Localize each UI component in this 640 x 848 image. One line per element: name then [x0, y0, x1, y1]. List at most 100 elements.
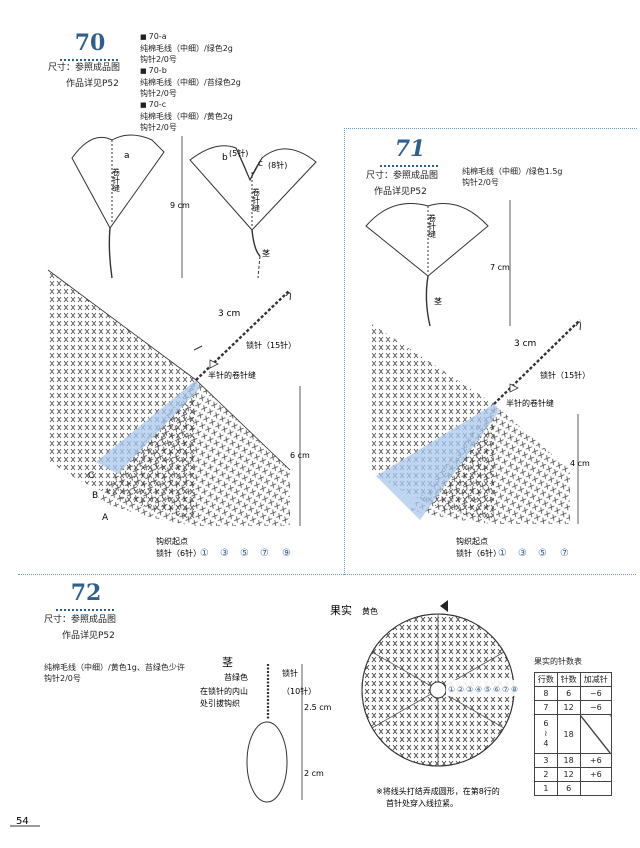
detail-note: 作品详见P52	[374, 187, 427, 197]
section-divider	[18, 574, 636, 575]
table-cell: +6	[579, 767, 613, 782]
fruit-note1: ※将线头打结弄成圆形，在第8行的	[376, 786, 500, 796]
stem-title: 茎	[222, 656, 233, 669]
dim-2cm: 2 cm	[304, 769, 324, 778]
label-b: b	[222, 153, 228, 163]
table-cell: 2	[534, 767, 558, 782]
label-stem-71: 茎	[434, 296, 442, 306]
row-marker: ⑤	[538, 548, 547, 559]
label-C: C	[88, 471, 94, 481]
fruit-round-chart	[361, 600, 518, 767]
table-header-row: 行数 针数 加减针	[534, 672, 613, 687]
table-cell: −6	[579, 700, 613, 715]
table-cell: 18	[556, 714, 581, 754]
pattern-number: 71	[394, 136, 426, 162]
label-half-roll-71: 半针的卷针缝	[506, 398, 554, 408]
variant-a-yarn: 纯棉毛线（中细）/绿色2g	[140, 44, 233, 53]
highlight-band	[376, 404, 500, 520]
variant-b-id: 70-b	[140, 65, 241, 77]
chain-15	[493, 319, 581, 405]
stem-color: 苔绿色	[224, 672, 248, 682]
ring-row: ⑤	[484, 685, 491, 694]
variant-a-hook: 钩针2/0号	[140, 55, 177, 64]
dim-9cm: 9 cm	[170, 201, 190, 210]
label-chain5: (5针)	[229, 148, 248, 158]
row-marker: ⑨	[282, 548, 291, 559]
table-cell: 6	[556, 686, 581, 701]
row-markers-71: ① ③ ⑤ ⑦	[498, 548, 569, 559]
table-cell: 12	[556, 767, 581, 782]
pattern-72-materials: 纯棉毛线（中细）/黄色1g、苔绿色少许 钩针2/0号	[44, 662, 185, 684]
variant-c-yarn: 纯棉毛线（中细）/黄色2g	[140, 112, 233, 121]
dotted-rule	[56, 607, 114, 611]
row-marker: ①	[498, 548, 507, 559]
variant-b-hook: 钩针2/0号	[140, 89, 177, 98]
label-start-71: 钩织起点	[456, 536, 488, 546]
dim-3cm: 3 cm	[218, 309, 240, 319]
dim-2-5cm: 2.5 cm	[304, 703, 332, 712]
table-row: 3 18 +6	[534, 753, 613, 768]
label-c: c	[258, 159, 263, 169]
variant-a-id: 70-a	[140, 31, 241, 43]
table-cell	[579, 714, 613, 754]
stem-note2: 处引拔钩织	[200, 698, 240, 708]
table-cell: 3	[534, 753, 558, 768]
header-cell: 行数	[534, 672, 558, 687]
label-start: 钩织起点	[156, 536, 188, 546]
detail-note: 作品详见P52	[62, 631, 115, 641]
pattern-72-header: 72	[46, 580, 126, 613]
size-note: 尺寸：参照成品图	[48, 63, 121, 73]
count-table: 行数 针数 加减针 8 6 −6 7 12 −6 6 ≀ 4 18 3 18 +…	[534, 672, 613, 796]
label-chain8: (8针)	[268, 160, 287, 170]
label-roll-a: 卷针缝	[112, 167, 121, 193]
pattern-70-header: 70	[50, 30, 130, 63]
stem-note1: 在锁针的内山	[200, 686, 248, 696]
detail-note: 作品详见P52	[66, 79, 119, 89]
pattern-71-chart	[372, 319, 581, 524]
table-row: 1 6	[534, 781, 613, 796]
count-table-caption: 果实的针数表	[534, 657, 582, 666]
ring-row: ①	[448, 685, 455, 694]
header-cell: 针数	[556, 672, 581, 687]
table-cell: +6	[579, 753, 613, 768]
ginkgo-leaf-71	[365, 203, 489, 327]
row-marker: ⑦	[260, 548, 269, 559]
row-marker: ①	[200, 548, 209, 559]
label-start-chain: 锁针（6针）	[156, 548, 201, 558]
ginkgo-leaf-a	[71, 134, 165, 279]
table-row: 6 ≀ 4 18	[534, 714, 613, 754]
pattern-number: 70	[74, 30, 106, 56]
table-cell: 7	[534, 700, 558, 715]
label-roll-bc: 卷针缝	[252, 187, 261, 213]
page-number: 54	[16, 816, 29, 827]
yarn: 纯棉毛线（中细）/绿色1.5g	[462, 167, 563, 176]
variant-c-id: 70-c	[140, 99, 241, 111]
ring-row: ⑧	[511, 685, 518, 694]
ring-row: ②	[457, 685, 464, 694]
pattern-71-frame	[344, 128, 637, 575]
stem-chain-label: 锁针	[282, 668, 298, 678]
yarn: 纯棉毛线（中细）/黄色1g、苔绿色少许	[44, 663, 185, 672]
fruit-side-view	[246, 664, 303, 803]
dotted-rule	[60, 57, 118, 61]
hook: 钩针2/0号	[462, 178, 499, 187]
row-marker: ⑦	[560, 548, 569, 559]
table-cell: 18	[556, 753, 581, 768]
fruit-note2: 首针处穿入线拉紧。	[386, 798, 458, 808]
stem-chain-count: （10针）	[282, 686, 316, 696]
ring-row: ⑥	[493, 685, 500, 694]
table-cell: 12	[556, 700, 581, 715]
label-A: A	[102, 513, 109, 523]
label-half-roll: 半针的卷针缝	[208, 370, 256, 380]
table-cell	[579, 781, 613, 796]
ring-row: ④	[475, 685, 482, 694]
highlight-band	[96, 380, 200, 474]
table-cell: 1	[534, 781, 558, 796]
table-cell: 6 ≀ 4	[534, 714, 558, 754]
label-chain15: 锁针（15针）	[246, 340, 296, 350]
label-stem: 茎	[262, 248, 270, 258]
size-note: 尺寸：参照成品图	[366, 171, 439, 181]
size-note: 尺寸：参照成品图	[44, 615, 117, 625]
pattern-71-header: 71	[370, 136, 450, 169]
